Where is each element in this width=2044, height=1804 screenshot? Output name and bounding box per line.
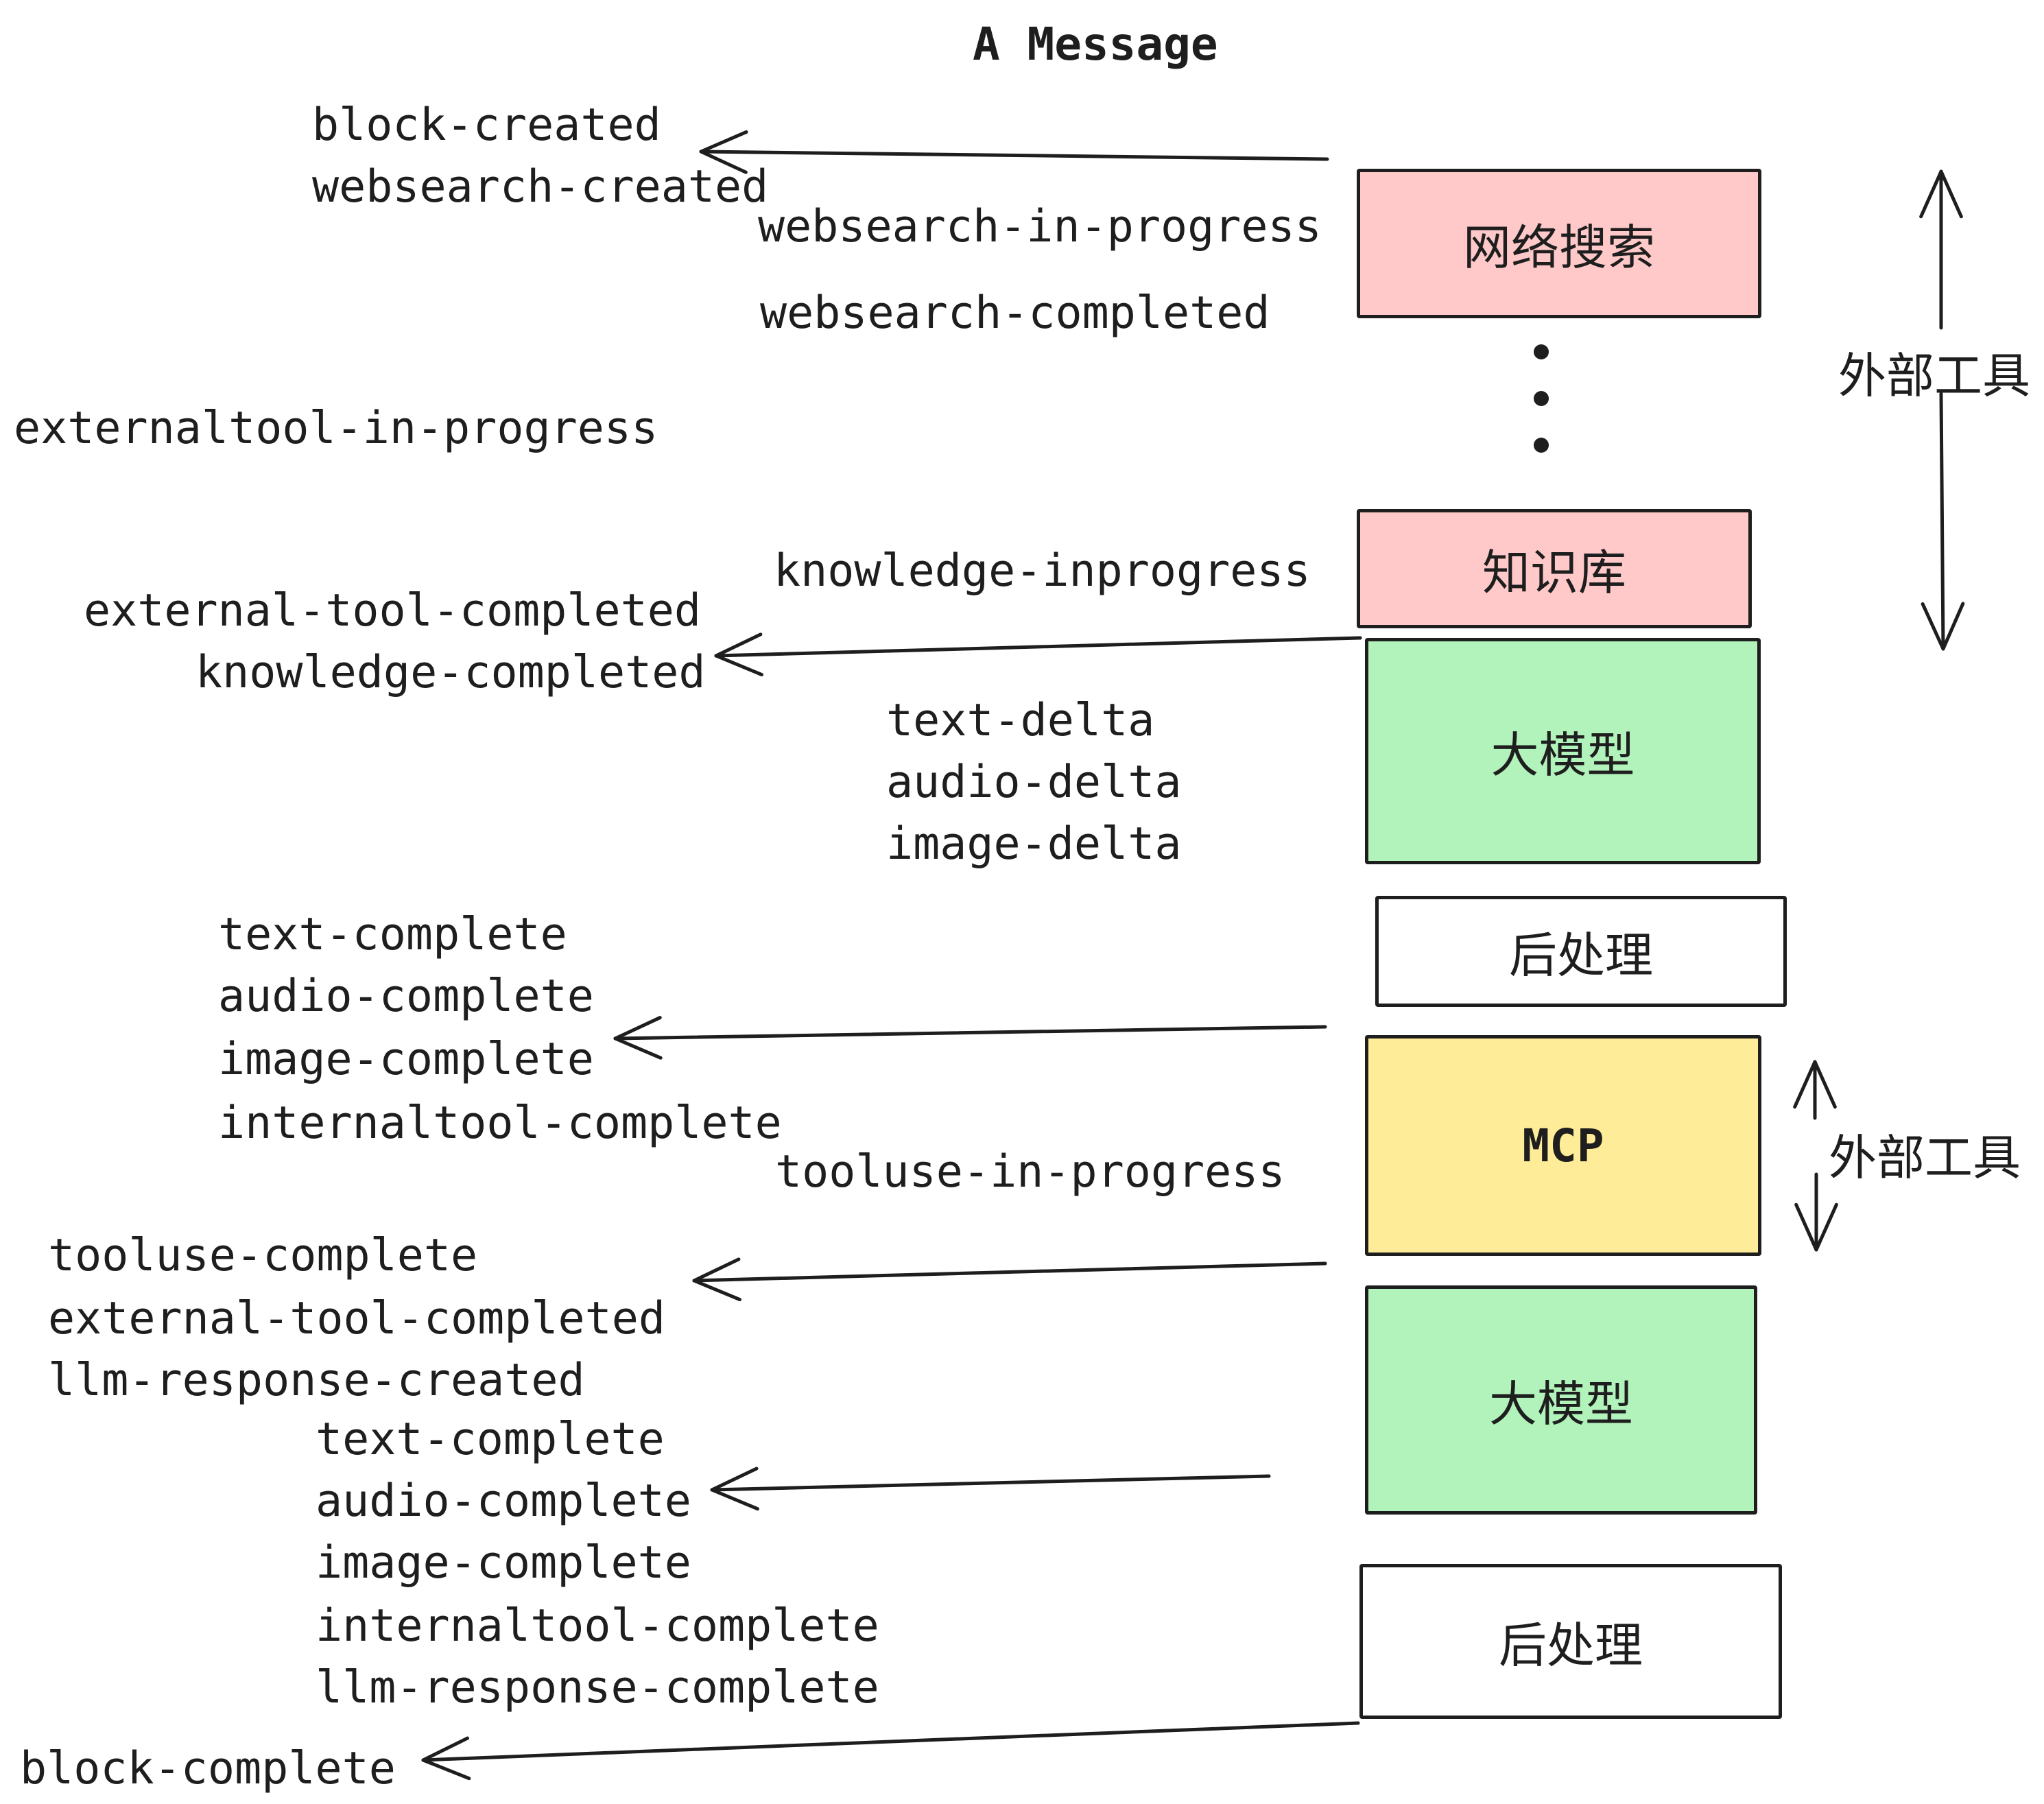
box-llm-1-label: 大模型 [1490, 726, 1635, 783]
event-llm-response-created: llm-response-created [48, 1355, 585, 1406]
event-tooluse-complete: tooluse-complete [48, 1230, 478, 1281]
box-llm-2: 大模型 [1365, 1285, 1757, 1515]
event-websearch-completed: websearch-completed [760, 287, 1270, 339]
event-websearch-created: websearch-created [312, 161, 769, 213]
arrow-llm2-to-audio-complete [710, 1467, 1271, 1511]
event-external-tool-completed-2: external-tool-completed [48, 1293, 666, 1344]
ellipsis-dot [1534, 438, 1549, 453]
diagram-title: A Message [973, 18, 1218, 71]
box-websearch: 网络搜索 [1357, 169, 1761, 318]
event-audio-complete-2: audio-complete [316, 1475, 691, 1527]
event-knowledge-inprogress: knowledge-inprogress [774, 545, 1311, 597]
box-postprocess-2: 后处理 [1359, 1564, 1782, 1719]
box-llm-2-label: 大模型 [1489, 1375, 1633, 1432]
external-tools-arrow-1-up [1919, 169, 1963, 330]
external-tools-arrow-2-up [1793, 1060, 1837, 1120]
event-external-tool-completed: external-tool-completed [84, 585, 702, 637]
event-knowledge-completed: knowledge-completed [195, 647, 706, 698]
arrow-knowledge-to-knowledge-completed [714, 632, 1362, 677]
event-text-complete-2: text-complete [316, 1414, 665, 1465]
event-internaltool-complete-1: internaltool-complete [218, 1097, 782, 1149]
event-block-complete: block-complete [20, 1743, 396, 1794]
event-image-delta-1: image-delta [886, 818, 1182, 870]
side-label-external-tools-2: 外部工具 [1829, 1130, 2021, 1186]
arrow-websearch-to-block-created [699, 130, 1329, 174]
arrow-postprocess1-to-image-complete [613, 1016, 1327, 1060]
box-llm-1: 大模型 [1365, 638, 1761, 864]
box-mcp-label: MCP [1522, 1119, 1604, 1172]
external-tools-arrow-1-down [1921, 392, 1965, 651]
box-postprocess-2-label: 后处理 [1499, 1617, 1643, 1674]
event-internaltool-complete-2: internaltool-complete [316, 1600, 879, 1652]
event-audio-complete-1: audio-complete [218, 971, 594, 1022]
box-postprocess-1-label: 后处理 [1509, 927, 1653, 984]
arrow-postprocess2-to-block-complete [421, 1721, 1360, 1781]
arrow-mcp-to-external-tool-completed [692, 1257, 1327, 1302]
box-knowledge: 知识库 [1357, 509, 1752, 628]
event-tooluse-in-progress: tooluse-in-progress [775, 1146, 1285, 1198]
event-llm-response-complete: llm-response-complete [316, 1662, 879, 1713]
event-audio-delta-1: audio-delta [886, 757, 1182, 808]
event-image-complete-2: image-complete [316, 1537, 691, 1589]
event-text-delta-1: text-delta [886, 695, 1155, 746]
side-label-external-tools-1: 外部工具 [1838, 348, 2030, 404]
box-knowledge-label: 知识库 [1482, 544, 1626, 601]
event-externaltool-in-progress: externaltool-in-progress [14, 403, 658, 454]
box-postprocess-1: 后处理 [1375, 896, 1787, 1007]
event-image-complete-1: image-complete [218, 1034, 594, 1085]
ellipsis-dot [1534, 344, 1549, 359]
event-block-created: block-created [312, 99, 661, 151]
box-websearch-label: 网络搜索 [1463, 219, 1655, 276]
box-mcp: MCP [1365, 1035, 1761, 1256]
event-websearch-in-progress: websearch-in-progress [758, 201, 1322, 252]
ellipsis-dot [1534, 391, 1549, 406]
event-text-complete-1: text-complete [218, 909, 567, 960]
